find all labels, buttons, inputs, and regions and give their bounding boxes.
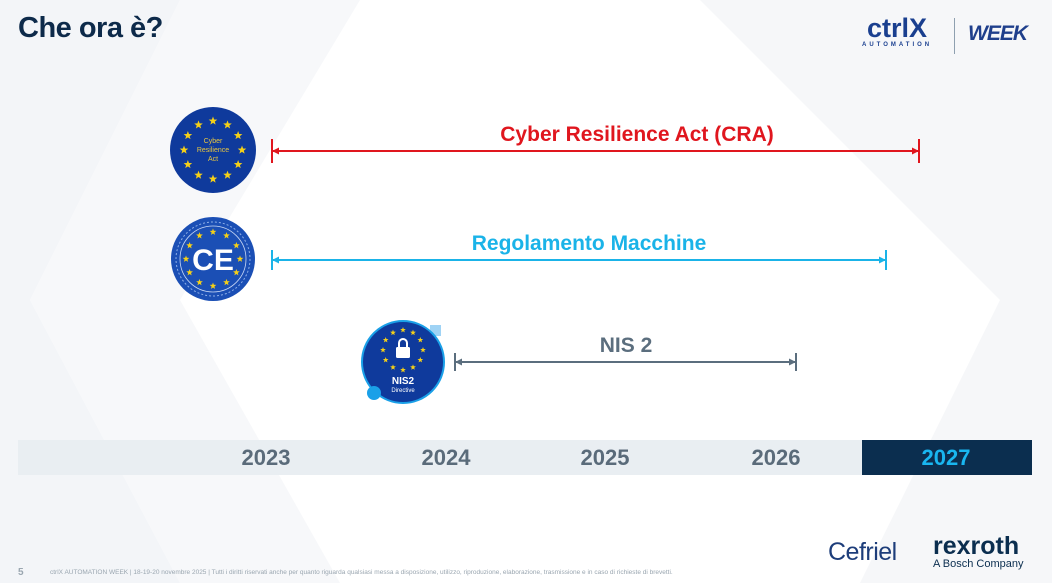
eu-star-icon (223, 232, 230, 239)
eu-star-icon (233, 160, 243, 169)
year-timeline-bar: 2023 2024 2025 2026 2027 (18, 440, 1032, 475)
ce-badge-inner (179, 225, 247, 293)
eu-star-icon (233, 242, 240, 249)
rexroth-logo: rexroth A Bosch Company (933, 532, 1024, 571)
ce-badge-ring (175, 221, 251, 297)
cra-badge-text: Act (208, 156, 218, 163)
eu-star-icon (194, 170, 203, 179)
footer-text: ctrlX AUTOMATION WEEK | 18-19-20 novembr… (50, 569, 673, 576)
cra-badge (170, 107, 256, 193)
year-2027: 2027 (921, 445, 971, 470)
eu-star-icon (186, 242, 193, 249)
eu-star-icon (223, 120, 232, 129)
eu-star-icon (420, 347, 426, 353)
eu-star-icon (196, 278, 203, 286)
current-year-highlight (862, 440, 1032, 475)
eu-star-icon (382, 357, 389, 363)
eu-star-icon (236, 255, 244, 262)
machinery-regulation-label: Regolamento Macchine (471, 232, 707, 255)
eu-star-icon (417, 337, 424, 343)
eu-star-icon (209, 228, 217, 235)
arrowhead-left-icon (455, 358, 462, 366)
eu-star-icon (410, 364, 416, 370)
eu-star-icon (208, 116, 218, 125)
rexroth-text: rexroth (933, 532, 1020, 560)
year-2024: 2024 (421, 445, 471, 470)
logo-divider (954, 18, 955, 54)
eu-star-icon (400, 327, 406, 333)
eu-star-icon (179, 145, 189, 154)
ctrlx-logo-text: ctrlX (867, 13, 928, 43)
eu-star-icon (380, 347, 386, 353)
eu-star-icon (223, 278, 230, 286)
eu-star-icon (183, 160, 193, 169)
eu-star-icon (390, 364, 396, 370)
eu-star-icon (233, 131, 243, 140)
eu-star-icon (237, 145, 247, 154)
eu-star-icon (400, 367, 406, 373)
eu-star-icon (183, 131, 193, 140)
nis2-badge-subtext: Directive (391, 388, 415, 394)
arrowhead-right-icon (789, 358, 796, 366)
eu-star-icon (208, 174, 218, 183)
week-logo: WEEK (968, 22, 1028, 45)
decor-dot (367, 386, 381, 400)
eu-star-icon (390, 329, 396, 336)
nis2-badge (361, 320, 445, 404)
eu-star-icon (196, 232, 203, 239)
year-2023: 2023 (241, 445, 291, 470)
eu-star-icon (182, 255, 190, 262)
eu-star-icon (209, 282, 217, 289)
ce-mark-icon: CE (192, 244, 234, 277)
page-number: 5 (18, 567, 24, 578)
bosch-text: A Bosch Company (933, 558, 1024, 570)
arrowhead-left-icon (272, 147, 279, 155)
automation-text: AUTOMATION (862, 42, 933, 48)
eu-star-icon (186, 269, 193, 276)
arrowhead-right-icon (879, 256, 886, 264)
lock-icon (396, 347, 410, 358)
cefriel-logo: Cefriel (828, 538, 897, 566)
eu-star-icon (233, 269, 240, 276)
cra-badge-text: Cyber (204, 138, 223, 145)
cra-badge-text: Resilience (197, 147, 229, 154)
nis2-badge-text: NIS2 (392, 376, 415, 387)
eu-star-icon (223, 170, 232, 179)
page-title: Che ora è? (18, 12, 163, 44)
eu-star-icon (410, 329, 416, 336)
decor-square (430, 325, 441, 336)
year-2026: 2026 (751, 445, 801, 470)
nis2-label: NIS 2 (599, 334, 653, 357)
year-2025: 2025 (580, 445, 630, 470)
cra-label: Cyber Resilience Act (CRA) (500, 123, 774, 146)
eu-star-icon (194, 120, 203, 129)
eu-star-icon (417, 357, 424, 363)
arrowhead-right-icon (912, 147, 919, 155)
eu-star-icon (382, 337, 389, 343)
lock-shackle-icon (398, 338, 408, 347)
arrowhead-left-icon (272, 256, 279, 264)
ctrlx-logo: ctrlX AUTOMATION (862, 14, 932, 48)
